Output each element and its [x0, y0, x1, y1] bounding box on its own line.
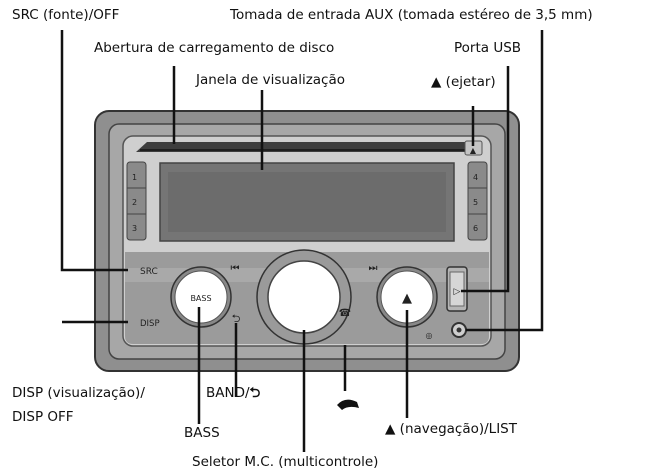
- label-band-text: BAND/: [206, 385, 250, 401]
- preset-buttons-right: [467, 161, 488, 241]
- phone-icon: ☎: [339, 308, 351, 319]
- prev-track-icon: ⏮: [231, 263, 240, 274]
- preset-1-label: 1: [132, 173, 137, 182]
- label-disc-slot: Abertura de carregamento de disco: [94, 40, 335, 56]
- label-aux-jack: Tomada de entrada AUX (tomada estéreo de…: [230, 7, 593, 23]
- label-display-window: Janela de visualização: [196, 72, 346, 88]
- return-arrow-icon: ⮌: [249, 385, 261, 401]
- leader-usb: [461, 66, 510, 293]
- preset-2-label: 2: [132, 198, 137, 207]
- label-usb-port: Porta USB: [454, 40, 522, 56]
- eject-icon: ▲: [470, 146, 477, 155]
- mc-selector-knob: [267, 260, 341, 334]
- label-bass: BASS: [184, 425, 220, 441]
- preset-4-label: 4: [473, 173, 478, 182]
- leader-aux: [466, 30, 544, 332]
- label-src-off: SRC (fonte)/OFF: [12, 7, 120, 23]
- usb-icon: ▷: [454, 287, 461, 297]
- src-button-label: SRC: [140, 267, 158, 277]
- label-mc-selector: Seletor M.C. (multicontrole): [192, 454, 379, 470]
- disp-button-label: DISP: [140, 319, 160, 329]
- next-track-icon: ⏭: [369, 263, 378, 274]
- label-disp-line2: DISP OFF: [12, 409, 74, 425]
- bass-knob-label: BASS: [190, 294, 211, 303]
- preset-buttons-left: [126, 161, 147, 241]
- nav-arrow-icon: ▲: [402, 291, 412, 306]
- label-eject: ▲ (ejetar): [431, 74, 496, 90]
- preset-3-label: 3: [132, 224, 137, 233]
- preset-6-label: 6: [473, 224, 478, 233]
- label-band: BAND/⮌: [206, 385, 260, 401]
- label-navigation-list: ▲ (navegação)/LIST: [385, 421, 517, 437]
- back-icon: ⮌: [232, 312, 241, 325]
- leader-src: [60, 30, 128, 272]
- mic-icon: ◎: [426, 331, 433, 340]
- label-disp-line1: DISP (visualização)/: [12, 385, 145, 401]
- leader-lines: [60, 30, 544, 452]
- preset-5-label: 5: [473, 198, 478, 207]
- phone-handset-icon: [337, 399, 359, 410]
